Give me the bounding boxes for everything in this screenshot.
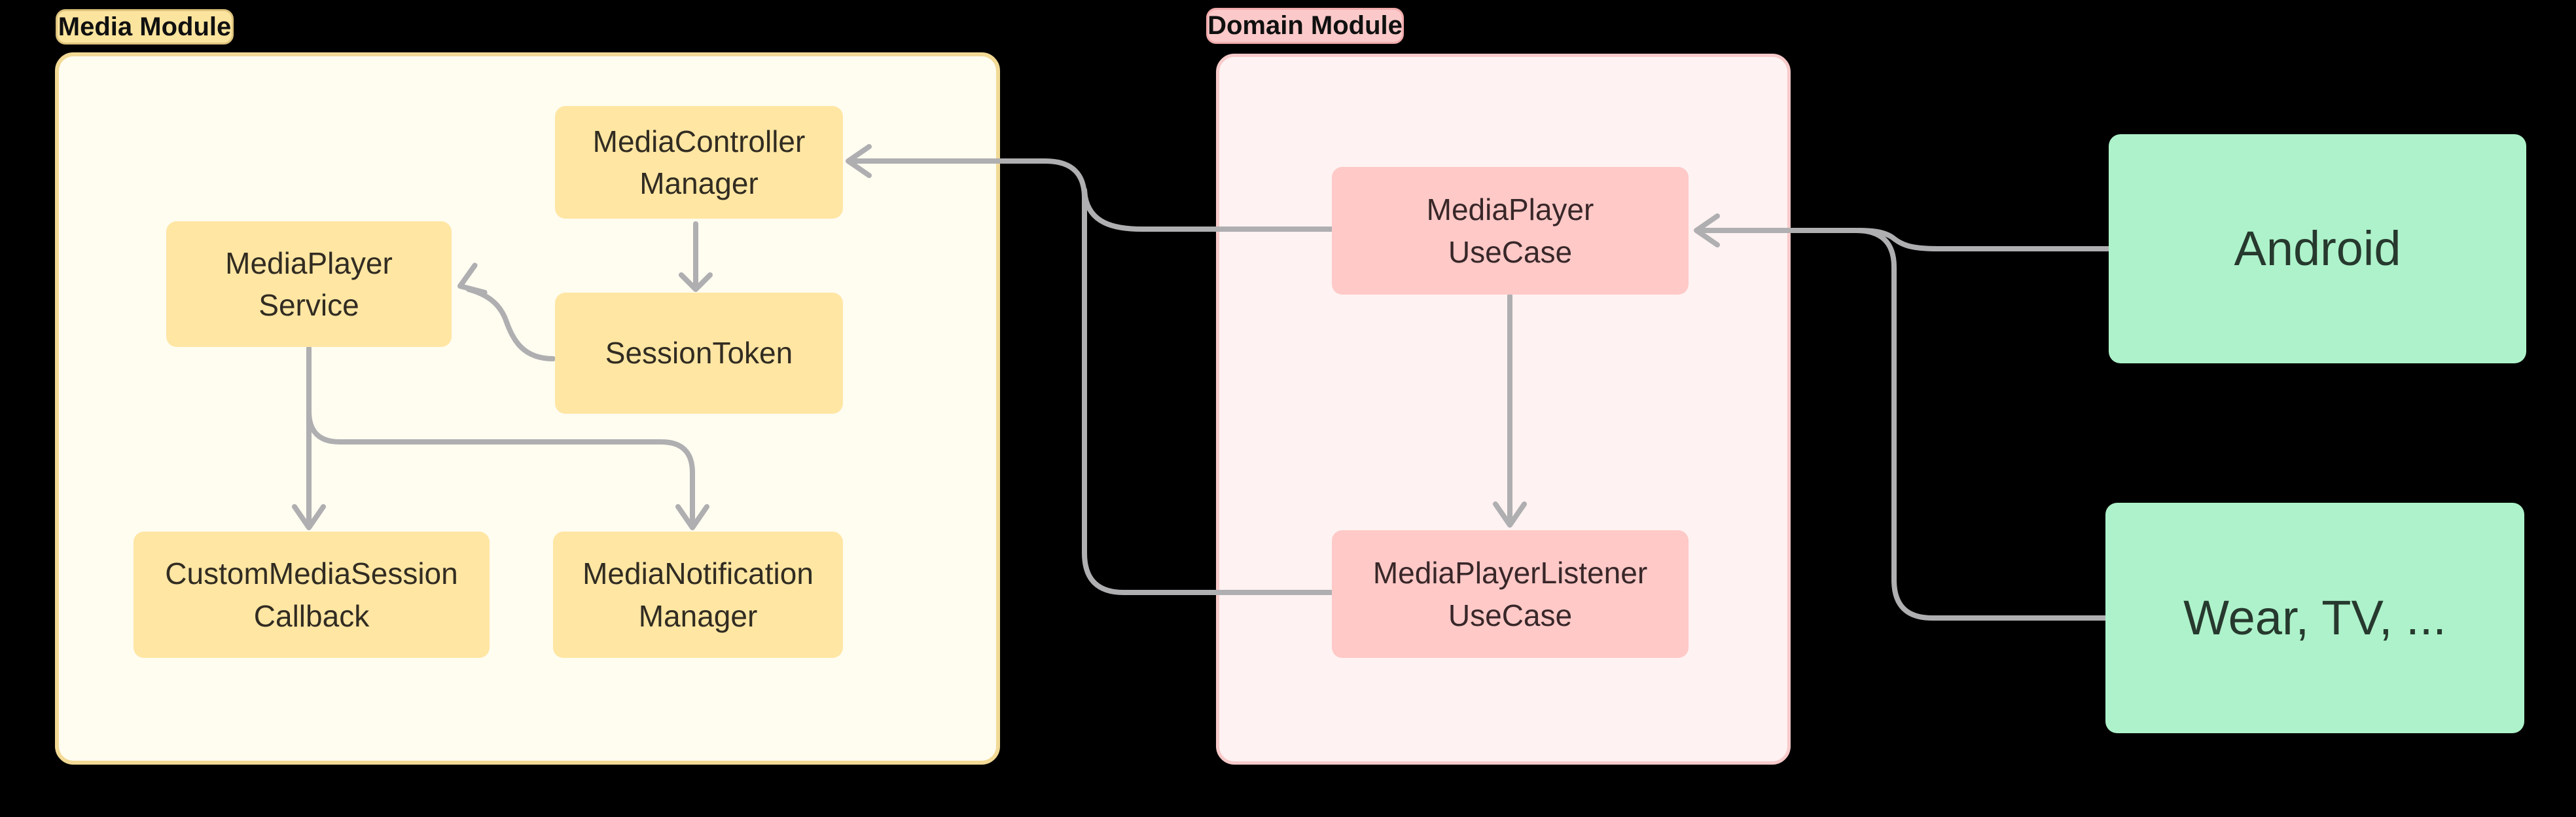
media-module-badge: Media Module: [56, 9, 234, 45]
node-session-token: SessionToken: [555, 293, 843, 414]
node-media-player-use-case: MediaPlayer UseCase: [1332, 167, 1689, 295]
domain-module-badge: Domain Module: [1206, 8, 1404, 44]
node-media-player-listener-use-case: MediaPlayerListener UseCase: [1332, 530, 1689, 658]
domain-module-container: [1216, 54, 1791, 765]
node-android: Android: [2109, 134, 2526, 363]
edge-android-to-mediaplayerusecase: [1856, 228, 2111, 251]
node-media-controller-manager: MediaController Manager: [555, 106, 843, 219]
node-media-player-service: MediaPlayer Service: [166, 221, 452, 347]
node-media-notification-manager: MediaNotification Manager: [553, 532, 843, 658]
node-custom-media-session-callback: CustomMediaSession Callback: [134, 532, 490, 658]
node-wear-tv: Wear, TV, ...: [2105, 503, 2524, 733]
